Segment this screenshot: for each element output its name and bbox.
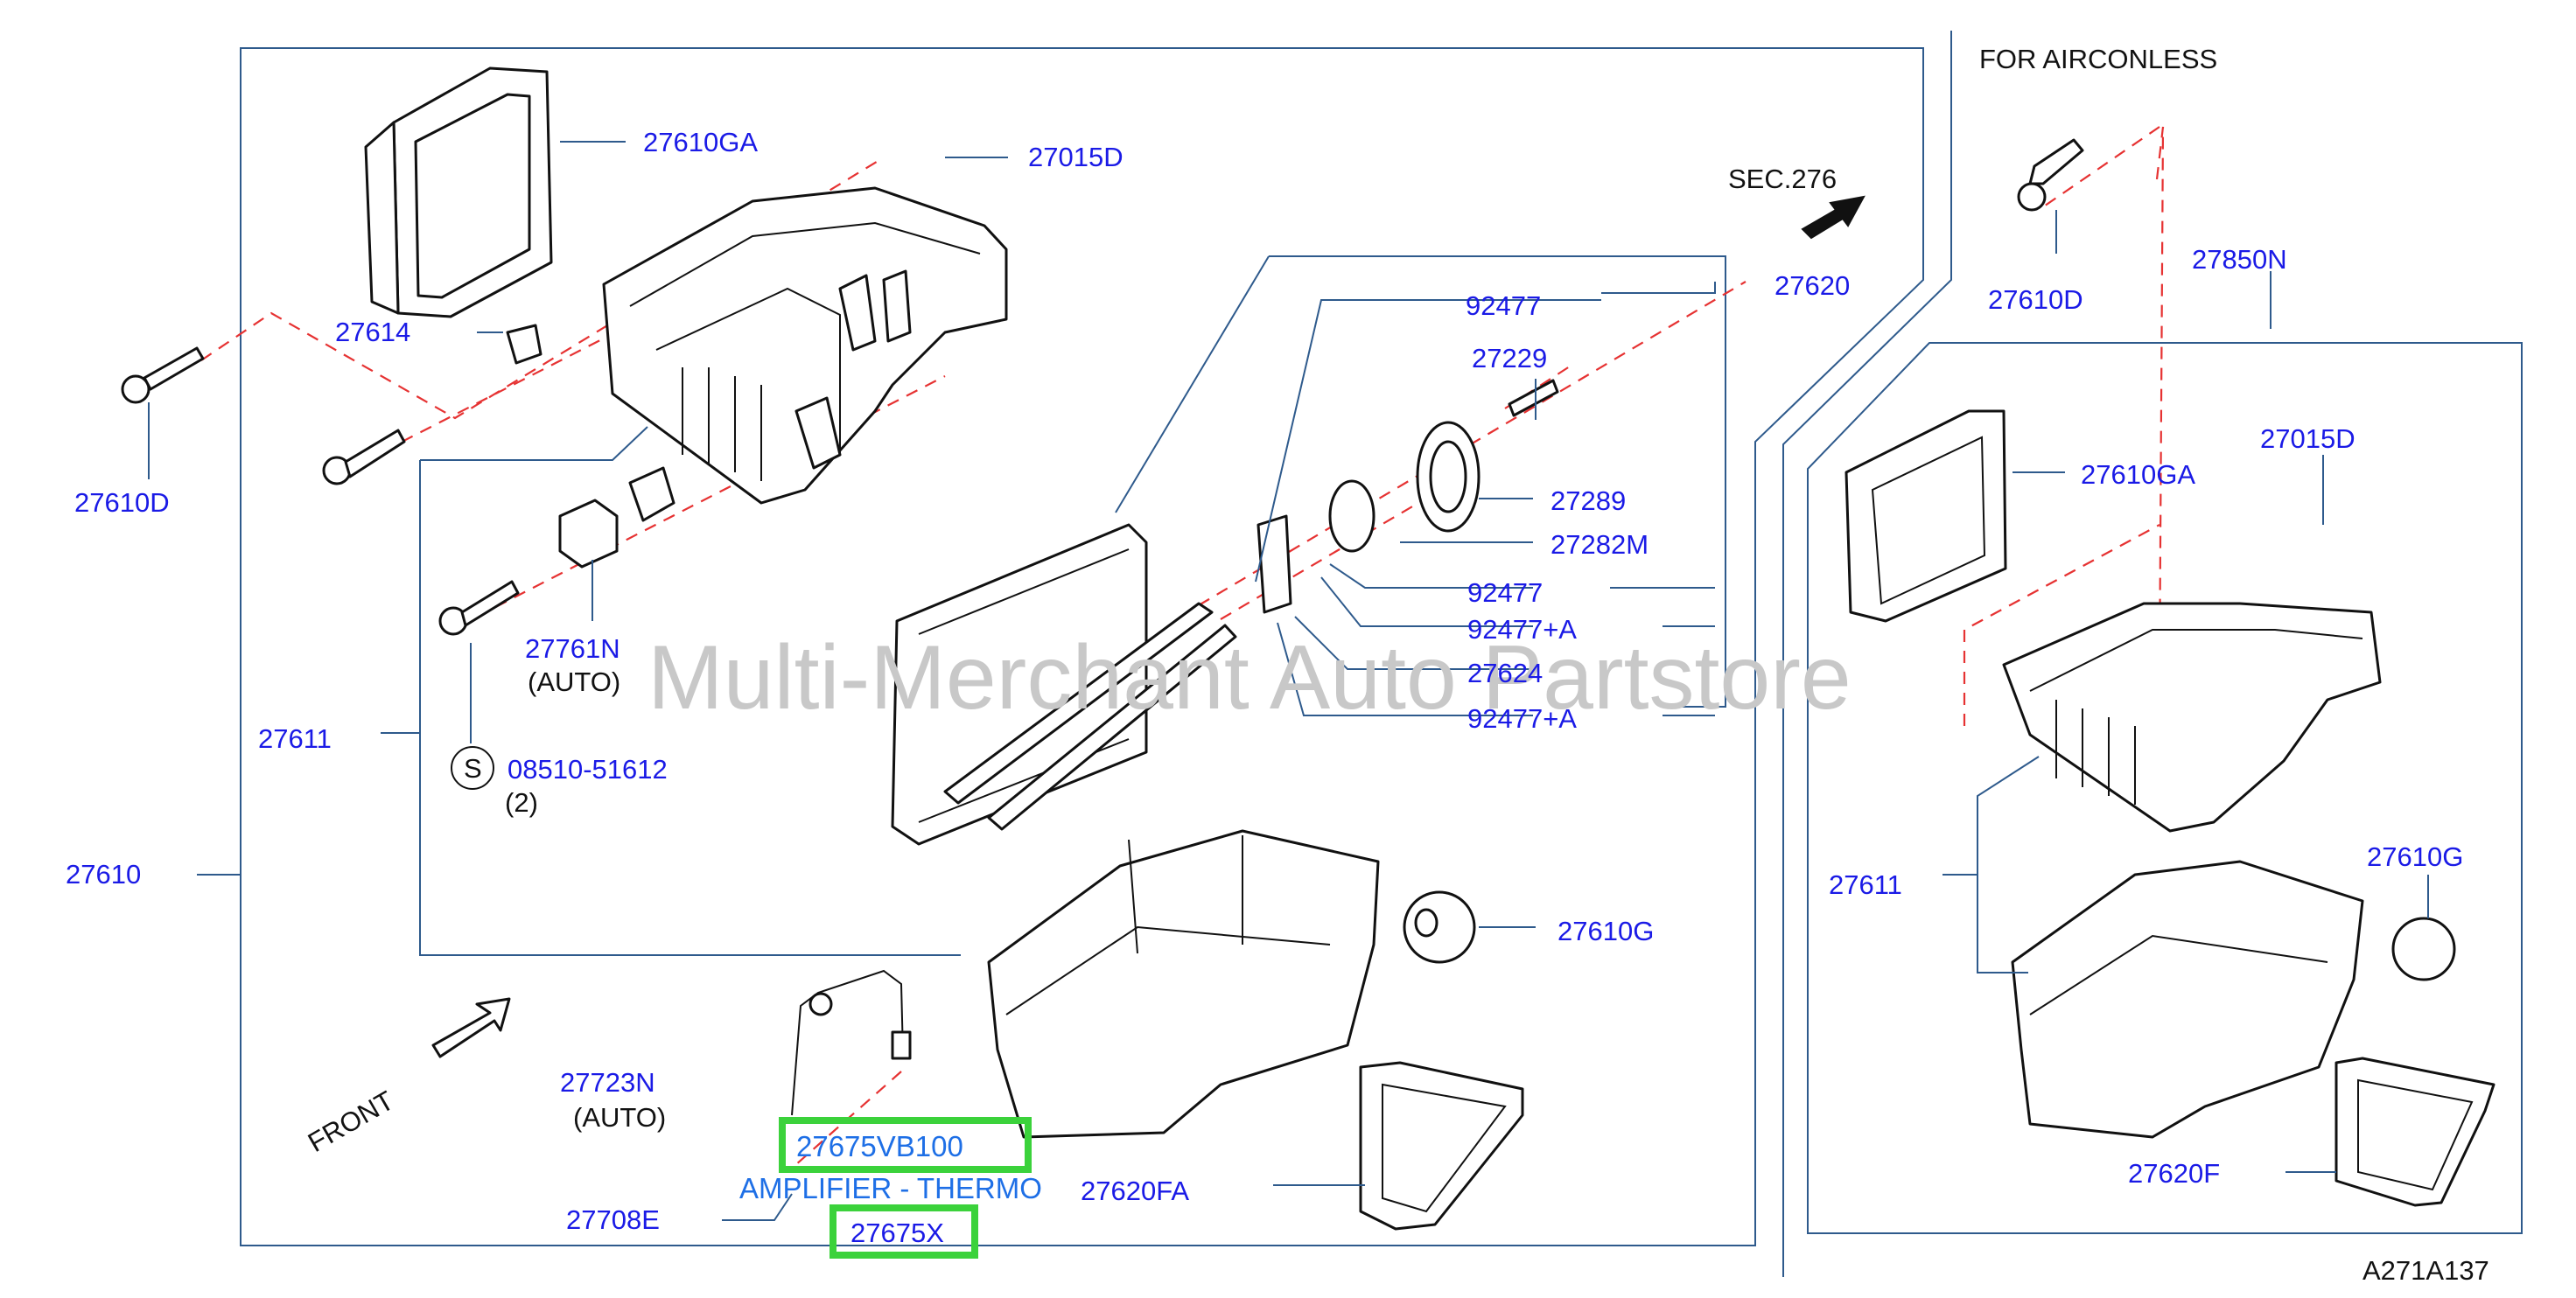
part-27761N-note: (AUTO)	[528, 666, 620, 697]
amplifier-thermo-label[interactable]: AMPLIFIER - THERMO	[739, 1172, 1042, 1204]
part-27723N-label[interactable]: 27723N	[560, 1067, 655, 1098]
part-92477A-2-label[interactable]: 92477+A	[1467, 703, 1577, 734]
grommet-27610G-drawing	[1403, 890, 1476, 964]
right-part-27850N-label[interactable]: 27850N	[2192, 244, 2287, 275]
part-27620-label[interactable]: 27620	[1774, 270, 1850, 301]
part-92477A-1-label[interactable]: 92477+A	[1467, 614, 1577, 645]
sec-arrow-icon	[1801, 195, 1866, 240]
part-92477-mid-label[interactable]: 92477	[1467, 577, 1543, 608]
heater-case-drawing	[602, 186, 1008, 505]
part-27723N-note: (AUTO)	[573, 1102, 666, 1133]
right-part-27620F-label[interactable]: 27620F	[2128, 1158, 2220, 1189]
part-08510-51612-label[interactable]: 08510-51612	[508, 754, 668, 785]
diagram-code-label: A271A137	[2362, 1255, 2489, 1286]
part-08510-qty: (2)	[505, 787, 538, 818]
thermo-sensor-drawing	[791, 969, 912, 1116]
part-27761N-label[interactable]: 27761N	[525, 633, 620, 664]
part-27620FA-label[interactable]: 27620FA	[1081, 1176, 1189, 1206]
evaporator-27611-drawing	[891, 523, 1237, 846]
sec-276-label[interactable]: SEC.276	[1728, 164, 1837, 194]
filter-27620FA-drawing	[1359, 1061, 1524, 1231]
leader-lines	[148, 141, 2429, 1221]
heater-case-right-drawing	[2002, 602, 2382, 833]
screw-symbol-label: S	[464, 753, 482, 784]
airconless-frame	[1782, 31, 2523, 1277]
actuator-27761N-drawing	[558, 466, 676, 569]
part-27614-label[interactable]: 27614	[335, 317, 410, 347]
screw-symbol-circle	[451, 746, 494, 790]
right-part-27610D-label[interactable]: 27610D	[1988, 284, 2083, 315]
part-27624-label[interactable]: 27624	[1467, 658, 1543, 688]
part-27015D-label[interactable]: 27015D	[1028, 142, 1124, 172]
filter-27610GA-right-drawing	[1844, 409, 2007, 623]
grommet-27610G-right-drawing	[2391, 917, 2456, 981]
screw-27610D-right-drawing	[2017, 138, 2084, 212]
right-part-27611-label[interactable]: 27611	[1829, 869, 1902, 900]
front-arrow-icon	[431, 997, 511, 1058]
right-part-27610G-label[interactable]: 27610G	[2367, 841, 2463, 872]
part-27610GA-label[interactable]: 27610GA	[643, 127, 758, 157]
part-27610-label[interactable]: 27610	[66, 859, 141, 890]
filter-27610GA-drawing	[364, 66, 553, 318]
part-92477-top-label[interactable]: 92477	[1466, 290, 1541, 321]
part-27610G-label[interactable]: 27610G	[1558, 916, 1654, 946]
expansion-valve-drawing	[1256, 379, 1559, 614]
part-27675VB100-label[interactable]: 27675VB100	[796, 1130, 963, 1162]
right-part-27610GA-label[interactable]: 27610GA	[2081, 459, 2195, 490]
right-part-27015D-label[interactable]: 27015D	[2260, 423, 2356, 454]
bracket-27614-drawing	[506, 324, 542, 365]
highlight-27675X	[830, 1204, 978, 1259]
screw-27610D-drawing	[121, 346, 520, 636]
lower-case-drawing	[987, 829, 1380, 1139]
center-lines	[200, 126, 2165, 1173]
part-27675X-label[interactable]: 27675X	[850, 1218, 944, 1248]
part-27229-label[interactable]: 27229	[1472, 343, 1547, 373]
part-27611-label[interactable]: 27611	[258, 723, 332, 754]
watermark: Multi-Merchant Auto Partstore	[648, 627, 1852, 729]
highlight-27675VB100	[779, 1117, 1032, 1173]
main-assembly-frame	[240, 47, 1924, 1246]
for-airconless-label: FOR AIRCONLESS	[1979, 44, 2217, 74]
part-27282M-label[interactable]: 27282M	[1550, 529, 1648, 560]
lower-case-right-drawing	[2011, 860, 2364, 1139]
part-27289-label[interactable]: 27289	[1550, 485, 1626, 516]
part-27610D-label[interactable]: 27610D	[74, 487, 170, 518]
part-27708E-label[interactable]: 27708E	[566, 1204, 660, 1235]
filter-27620F-drawing	[2334, 1057, 2496, 1207]
front-label: FRONT	[303, 1085, 399, 1158]
